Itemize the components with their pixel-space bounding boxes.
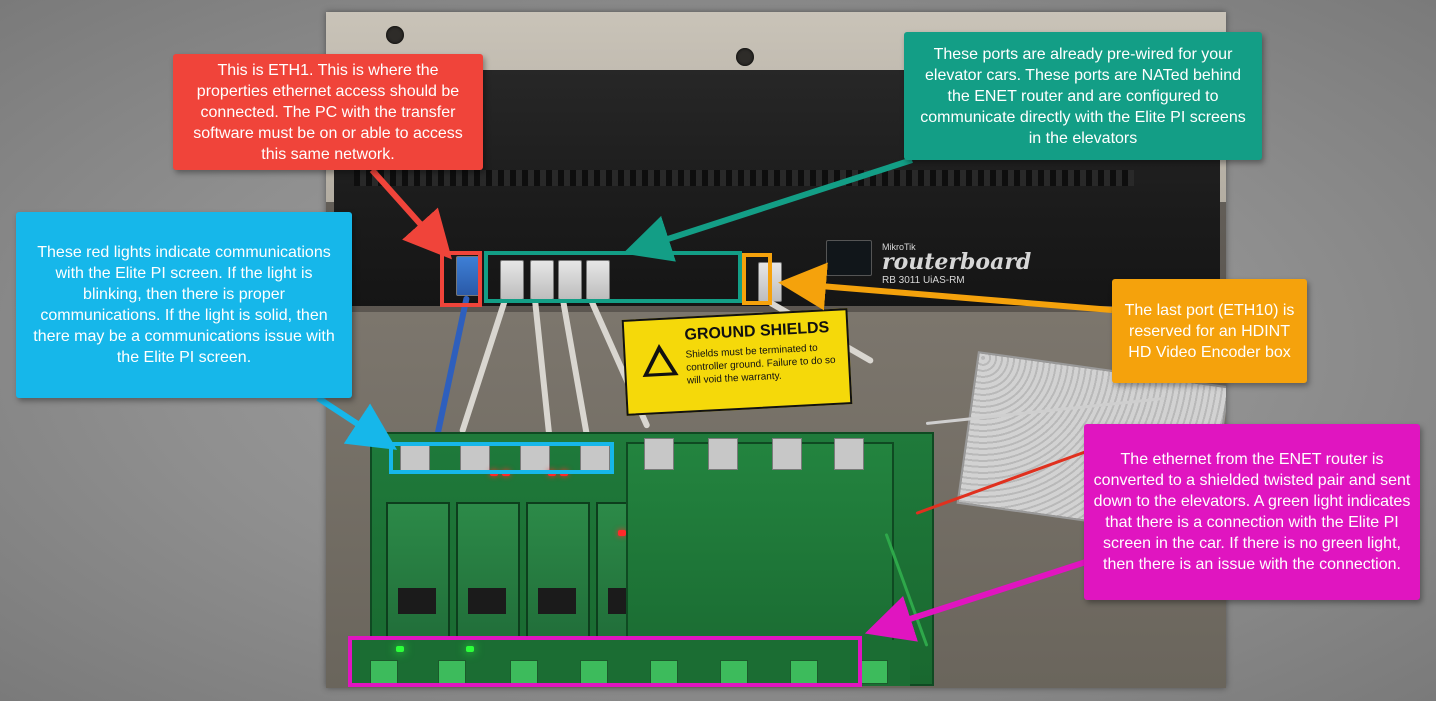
green-led [466, 646, 474, 652]
transceiver-module [386, 502, 450, 656]
eth1-callout: This is ETH1. This is where the properti… [173, 54, 483, 170]
router-screen [826, 240, 872, 276]
prewired-ports-highlight-box [484, 251, 742, 303]
green-led [396, 646, 404, 652]
chip [468, 588, 506, 614]
ground-label-text: Shields must be terminated to controller… [685, 342, 836, 387]
eth-port [558, 260, 582, 300]
terminal-block [650, 660, 678, 684]
eth-port [586, 260, 610, 300]
red-lights-highlight-box [389, 442, 614, 474]
ground-label-title: GROUND SHIELDS [684, 319, 830, 344]
chip [538, 588, 576, 614]
terminal-block [860, 660, 888, 684]
router-brand-name: routerboard [882, 249, 1032, 275]
eth1-highlight-box [440, 251, 482, 307]
rj45-jack [772, 438, 802, 470]
terminal-block [580, 660, 608, 684]
router-model: RB 3011 UiAS-RM [882, 275, 965, 286]
warning-triangle-icon [640, 343, 679, 377]
transceiver-module [456, 502, 520, 656]
prewired-ports-callout: These ports are already pre-wired for yo… [904, 32, 1262, 160]
transceiver-module [526, 502, 590, 656]
rj45-jack [834, 438, 864, 470]
green-light-callout: The ethernet from the ENET router is con… [1084, 424, 1420, 600]
rj45-jack [644, 438, 674, 470]
red-led [618, 530, 626, 536]
screw-hole [386, 26, 404, 44]
green-lights-highlight-box [348, 636, 862, 687]
interface-board-right [626, 438, 894, 646]
ground-shields-label: GROUND SHIELDS Shields must be terminate… [621, 308, 853, 416]
red-lights-callout: These red lights indicate communications… [16, 212, 352, 398]
terminal-strip [350, 640, 910, 686]
terminal-block [370, 660, 398, 684]
router-vents [354, 170, 1134, 186]
chip [398, 588, 436, 614]
eth10-highlight-box [742, 253, 772, 305]
rj45-jack [708, 438, 738, 470]
eth10-callout: The last port (ETH10) is reserved for an… [1112, 279, 1307, 383]
router-brand: MikroTik routerboard RB 3011 UiAS-RM [882, 240, 1031, 286]
terminal-block [720, 660, 748, 684]
screw-hole [736, 48, 754, 66]
